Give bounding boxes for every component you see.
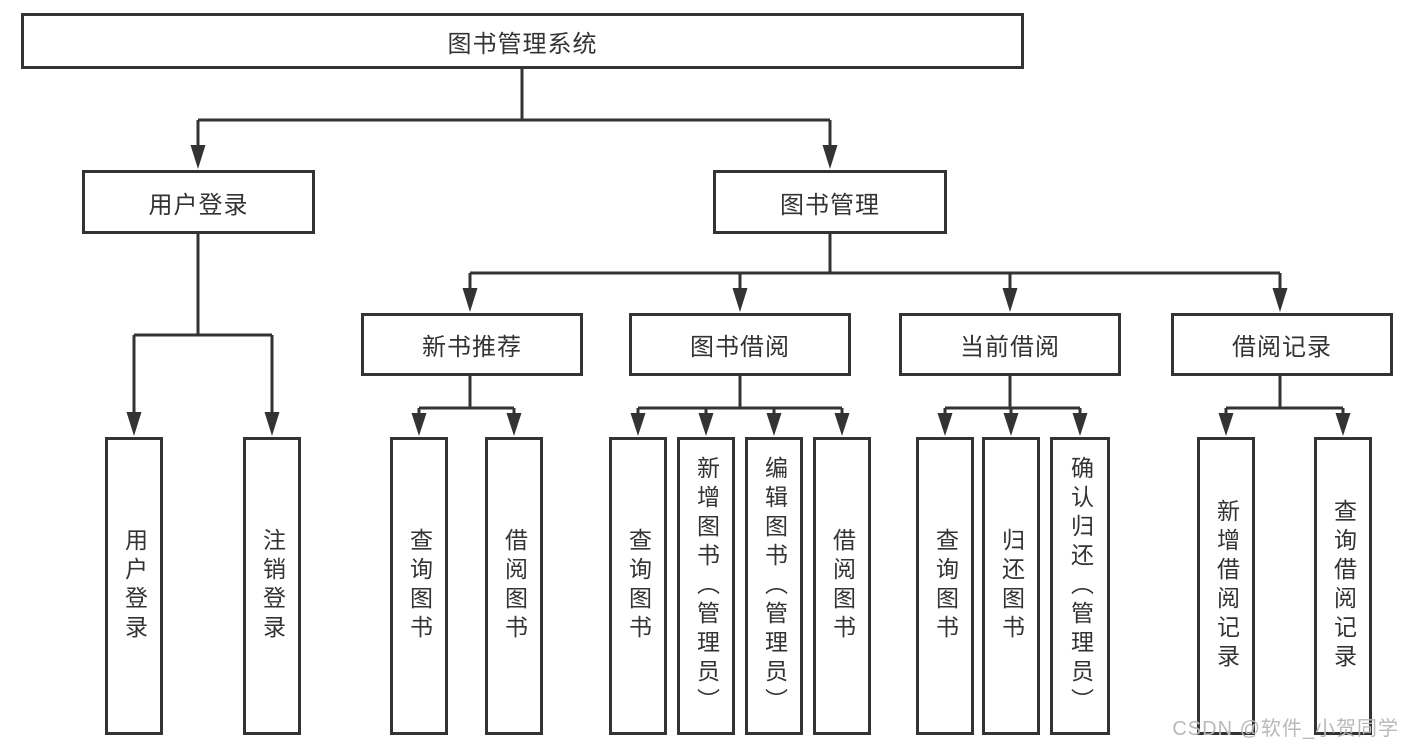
node-book-management: 图书管理 (713, 170, 947, 234)
leaf-query-book-current: 查询图书 (916, 437, 974, 735)
leaf-confirm-return-admin-label: 确认归还（管理员） (1067, 455, 1094, 717)
leaf-return-book-label: 归还图书 (998, 528, 1025, 644)
leaf-logout-label: 注销登录 (259, 528, 286, 644)
node-current-borrow: 当前借阅 (899, 313, 1121, 376)
node-user-login-label: 用户登录 (148, 191, 249, 219)
leaf-query-borrow-record: 查询借阅记录 (1314, 437, 1372, 735)
leaf-borrow-book-label: 借阅图书 (829, 528, 856, 644)
node-book-borrow: 图书借阅 (629, 313, 851, 376)
node-book-management-label: 图书管理 (780, 191, 880, 219)
leaf-add-book-admin-label: 新增图书（管理员） (693, 455, 720, 717)
leaf-add-borrow-record-label: 新增借阅记录 (1213, 499, 1240, 673)
node-borrow-records-label: 借阅记录 (1232, 334, 1332, 361)
leaf-add-book-admin: 新增图书（管理员） (677, 437, 735, 735)
leaf-edit-book-admin-label: 编辑图书（管理员） (761, 455, 788, 717)
leaf-query-borrow-record-label: 查询借阅记录 (1330, 499, 1357, 673)
leaf-query-book-current-label: 查询图书 (932, 528, 959, 644)
leaf-confirm-return-admin: 确认归还（管理员） (1050, 437, 1110, 735)
leaf-query-book-borrow-label: 查询图书 (625, 528, 652, 644)
node-user-login: 用户登录 (82, 170, 315, 234)
leaf-return-book: 归还图书 (982, 437, 1040, 735)
leaf-user-login-label: 用户登录 (121, 528, 148, 644)
leaf-query-book-borrow: 查询图书 (609, 437, 667, 735)
arrowheads (126, 145, 1351, 436)
csdn-watermark: CSDN @软件_小贺同学 (1172, 718, 1399, 740)
node-book-borrow-label: 图书借阅 (690, 334, 790, 361)
leaf-borrow-book-rec: 借阅图书 (485, 437, 543, 735)
node-root-system: 图书管理系统 (21, 13, 1024, 69)
node-root-label: 图书管理系统 (447, 30, 598, 58)
leaf-edit-book-admin: 编辑图书（管理员） (745, 437, 803, 735)
leaf-logout: 注销登录 (243, 437, 301, 735)
leaf-user-login: 用户登录 (105, 437, 163, 735)
node-borrow-records: 借阅记录 (1171, 313, 1393, 376)
leaf-borrow-book: 借阅图书 (813, 437, 871, 735)
leaf-borrow-book-rec-label: 借阅图书 (501, 528, 528, 644)
leaf-add-borrow-record: 新增借阅记录 (1197, 437, 1255, 735)
node-new-book-recommend: 新书推荐 (361, 313, 583, 376)
node-current-borrow-label: 当前借阅 (960, 334, 1060, 361)
node-new-book-recommend-label: 新书推荐 (422, 334, 522, 361)
leaf-query-book-rec: 查询图书 (390, 437, 448, 735)
leaf-query-book-rec-label: 查询图书 (406, 528, 433, 644)
